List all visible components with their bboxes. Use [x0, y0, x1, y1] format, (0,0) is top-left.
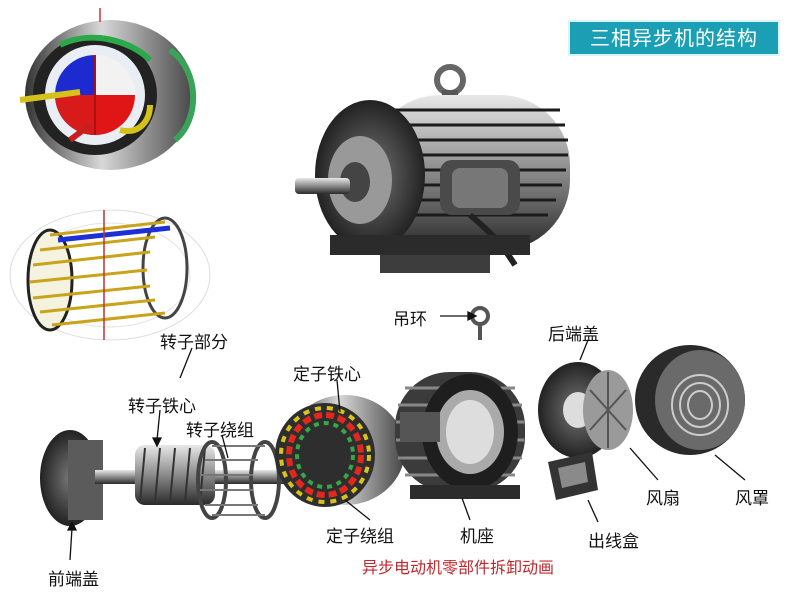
- label-lifting-ring: 吊环: [393, 310, 427, 330]
- assembled-motor: [295, 64, 570, 273]
- label-frame: 机座: [460, 527, 494, 547]
- label-stator-core: 定子铁心: [293, 365, 361, 385]
- squirrel-cage-diagram: [9, 209, 211, 341]
- label-fan-cover: 风罩: [735, 489, 769, 509]
- label-rotor-winding: 转子绕组: [186, 421, 254, 441]
- label-fan: 风扇: [646, 489, 680, 509]
- label-terminal-box: 出线盒: [588, 532, 639, 552]
- label-rear-end-cover: 后端盖: [548, 325, 599, 345]
- label-rotor-part: 转子部分: [160, 333, 228, 353]
- animation-caption: 异步电动机零部件拆卸动画: [362, 558, 555, 577]
- exploded-motor-view: [40, 306, 745, 526]
- stator-field-diagram: [19, 8, 197, 170]
- label-front-end-cover: 前端盖: [48, 570, 99, 590]
- page-title: 三相异步机的结构: [568, 20, 780, 56]
- leader-lines: [66, 310, 746, 561]
- label-rotor-core: 转子铁心: [128, 397, 196, 417]
- label-stator-winding: 定子绕组: [326, 527, 394, 547]
